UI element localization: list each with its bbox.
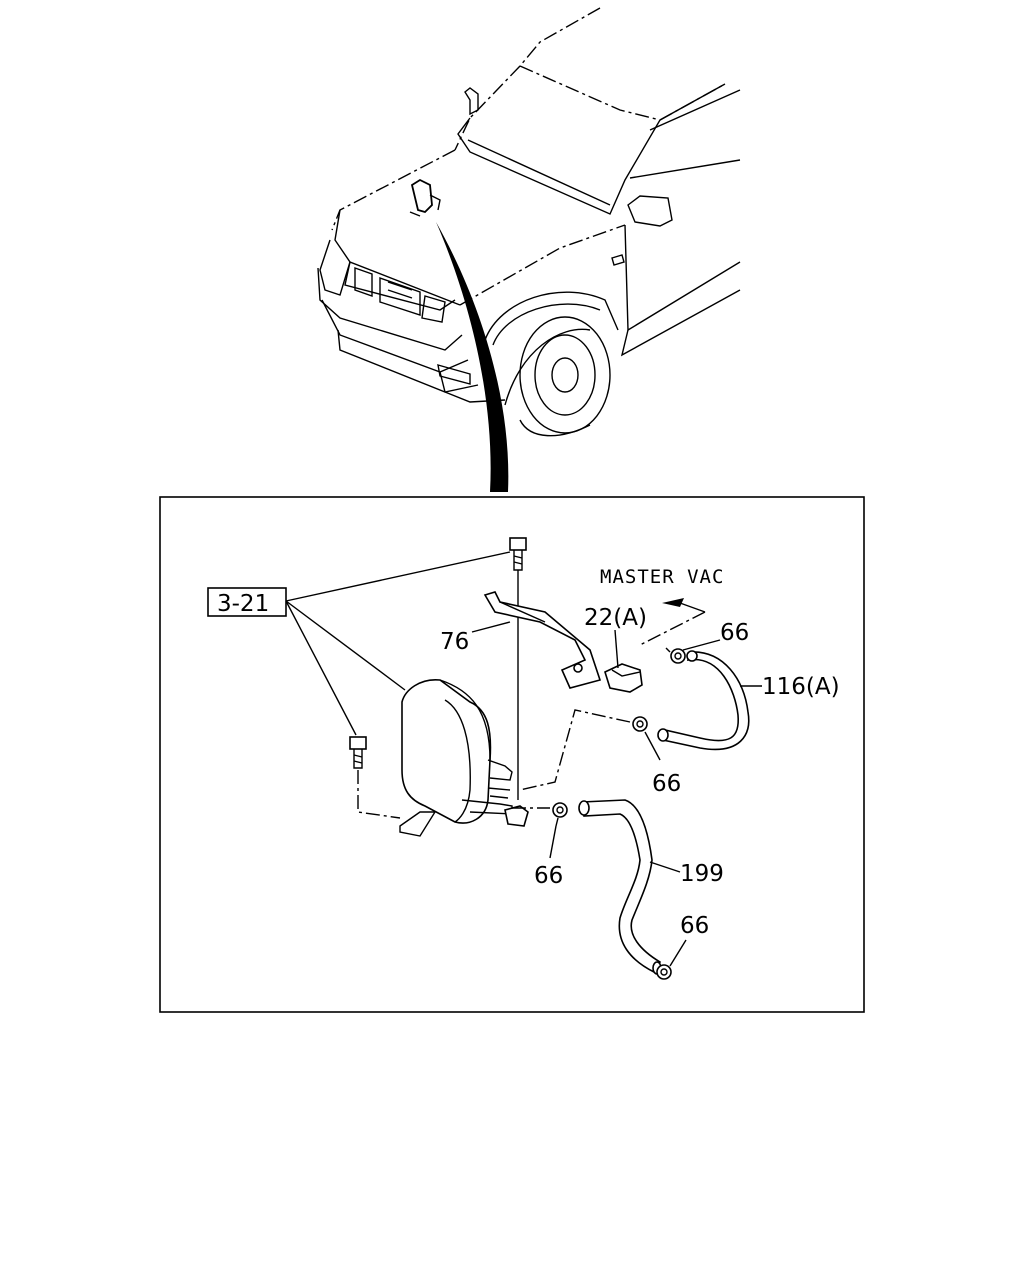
clamp-66-bottom (656, 964, 672, 980)
label-22a: 22(A) (584, 605, 647, 631)
bolt-top (509, 537, 527, 571)
label-66-bottom: 66 (680, 913, 709, 939)
canister (399, 679, 529, 837)
vehicle-illustration (317, 7, 741, 492)
hose-116a (657, 650, 750, 751)
label-76: 76 (440, 629, 469, 655)
label-116a: 116(A) (762, 674, 840, 700)
master-vac-label: MASTER VAC (600, 566, 724, 588)
valve-22a (573, 663, 643, 693)
hose-199 (578, 799, 662, 975)
label-66-upper: 66 (720, 620, 749, 646)
bracket-76 (483, 591, 602, 689)
label-199: 199 (680, 861, 724, 887)
label-66-lower: 66 (534, 863, 563, 889)
ref-box[interactable] (207, 587, 287, 617)
detail-frame (159, 496, 865, 1013)
clamp-66-upper (665, 647, 686, 664)
bolt-left (349, 736, 367, 769)
clamp-66-lower (552, 802, 568, 827)
ref-box-label: 3-21 (217, 591, 269, 617)
label-66-middle: 66 (652, 771, 681, 797)
clamp-66-middle (632, 716, 648, 732)
